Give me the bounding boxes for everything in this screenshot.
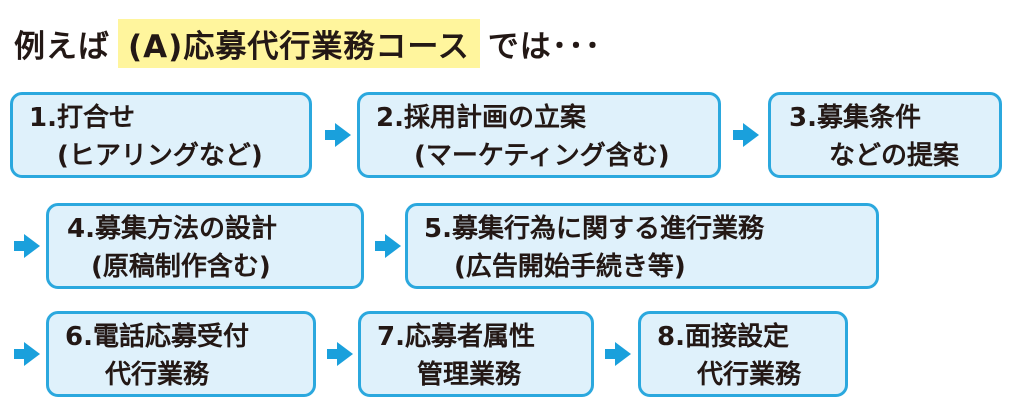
title-prefix: 例えば bbox=[14, 28, 110, 65]
step-3-box: 3.募集条件 などの提案 bbox=[768, 92, 1002, 178]
step-5-box: 5.募集行為に関する進行業務 (広告開始手続き等) bbox=[405, 203, 879, 289]
title-highlight: (A)応募代行業務コース bbox=[118, 18, 480, 68]
step-3-title: 3.募集条件 bbox=[789, 103, 921, 133]
step-1-subtitle: (ヒアリングなど) bbox=[57, 141, 263, 171]
step-2-box: 2.採用計画の立案 (マーケティング含む) bbox=[357, 92, 721, 178]
right-arrow-icon bbox=[733, 123, 759, 147]
step-5-title: 5.募集行為に関する進行業務 bbox=[424, 214, 764, 244]
step-6-subtitle: 代行業務 bbox=[105, 360, 210, 390]
right-arrow-icon bbox=[605, 342, 631, 366]
step-2-title: 2.採用計画の立案 bbox=[376, 103, 586, 133]
step-5-subtitle: (広告開始手続き等) bbox=[454, 252, 686, 282]
step-1-box: 1.打合せ (ヒアリングなど) bbox=[10, 92, 312, 178]
right-arrow-icon bbox=[14, 234, 40, 258]
page-title: 例えば (A)応募代行業務コース では･･･ bbox=[14, 16, 601, 70]
step-4-title: 4.募集方法の設計 bbox=[67, 214, 277, 244]
right-arrow-icon bbox=[327, 342, 353, 366]
right-arrow-icon bbox=[325, 123, 351, 147]
step-6-box: 6.電話応募受付 代行業務 bbox=[46, 311, 316, 397]
step-7-box: 7.応募者属性 管理業務 bbox=[358, 311, 594, 397]
step-6-title: 6.電話応募受付 bbox=[65, 322, 249, 352]
step-8-box: 8.面接設定 代行業務 bbox=[638, 311, 848, 397]
step-4-subtitle: (原稿制作含む) bbox=[91, 252, 271, 282]
step-3-subtitle: などの提案 bbox=[829, 141, 960, 171]
step-8-title: 8.面接設定 bbox=[657, 322, 789, 352]
title-suffix: では･･･ bbox=[487, 28, 602, 65]
step-2-subtitle: (マーケティング含む) bbox=[414, 141, 670, 171]
step-4-box: 4.募集方法の設計 (原稿制作含む) bbox=[46, 203, 364, 289]
right-arrow-icon bbox=[375, 234, 401, 258]
step-7-subtitle: 管理業務 bbox=[417, 360, 522, 390]
right-arrow-icon bbox=[14, 342, 40, 366]
step-7-title: 7.応募者属性 bbox=[377, 322, 535, 352]
step-1-title: 1.打合せ bbox=[29, 103, 135, 133]
step-8-subtitle: 代行業務 bbox=[697, 360, 802, 390]
